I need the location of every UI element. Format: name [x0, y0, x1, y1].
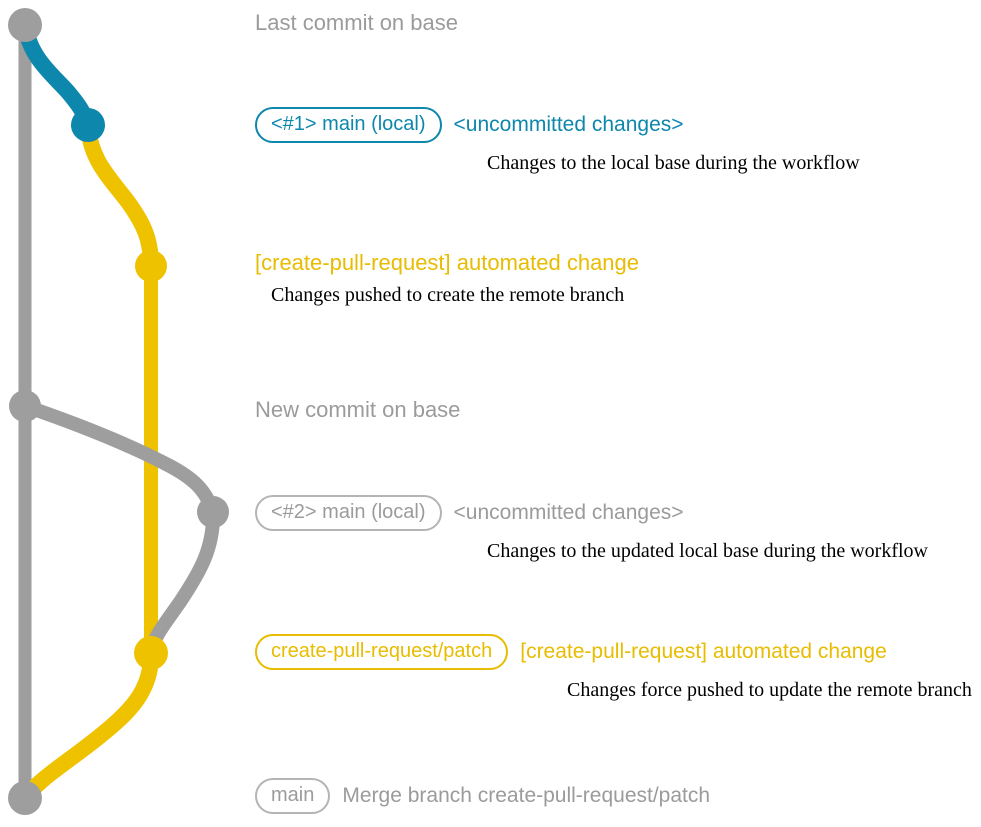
- row-local-change-2: <#2> main (local) <uncommitted changes> …: [255, 495, 928, 563]
- base-to-local2-line: [18, 399, 220, 519]
- row-main: [create-pull-request] automated change: [255, 250, 640, 275]
- note-local-change-1: Changes to the local base during the wor…: [487, 152, 860, 174]
- headline-last-commit-on-base: Last commit on base: [255, 10, 458, 35]
- note-local-change-2: Changes to the updated local base during…: [487, 540, 928, 562]
- row-main: create-pull-request/patch [create-pull-r…: [255, 634, 972, 670]
- node-base-new-commit[interactable]: [9, 390, 41, 422]
- row-main: New commit on base: [255, 397, 461, 422]
- node-base-merge-commit[interactable]: [8, 781, 42, 815]
- headline-automated-change-1: [create-pull-request] automated change: [255, 250, 640, 275]
- note-automated-change-1: Changes pushed to create the remote bran…: [271, 284, 625, 307]
- patch-branch-line-upper: [80, 117, 159, 274]
- branch-pill-main-local-1[interactable]: <#1> main (local): [255, 107, 442, 143]
- patch2-to-merge-line: [17, 645, 160, 806]
- row-main: <#1> main (local) <uncommitted changes>: [255, 107, 860, 143]
- node-patch-commit-1[interactable]: [135, 250, 167, 282]
- row-last-commit-on-base: Last commit on base: [255, 10, 458, 35]
- headline-new-commit-on-base: New commit on base: [255, 397, 461, 422]
- row-local-change-1: <#1> main (local) <uncommitted changes> …: [255, 107, 860, 175]
- node-local-commit-2[interactable]: [197, 496, 229, 528]
- row-merge-commit: main Merge branch create-pull-request/pa…: [255, 778, 710, 814]
- node-base-last-commit[interactable]: [8, 8, 42, 42]
- note-automated-change-2: Changes force pushed to update the remot…: [567, 679, 972, 701]
- node-local-commit-1[interactable]: [71, 108, 105, 142]
- branch-pill-create-pull-request-patch[interactable]: create-pull-request/patch: [255, 634, 509, 670]
- commit-subject-uncommitted-changes-1: <uncommitted changes>: [453, 113, 684, 137]
- branch-pill-main[interactable]: main: [255, 778, 331, 814]
- row-main: main Merge branch create-pull-request/pa…: [255, 778, 710, 814]
- row-main: <#2> main (local) <uncommitted changes>: [255, 495, 928, 531]
- row-main: Last commit on base: [255, 10, 458, 35]
- branch-pill-main-local-2[interactable]: <#2> main (local): [255, 495, 442, 531]
- row-automated-change-1: [create-pull-request] automated change C…: [255, 250, 640, 307]
- commit-subject-uncommitted-changes-2: <uncommitted changes>: [453, 501, 684, 525]
- commit-subject-automated-change-2: [create-pull-request] automated change: [520, 640, 887, 664]
- commit-subject-merge-branch: Merge branch create-pull-request/patch: [342, 784, 711, 808]
- row-automated-change-2: create-pull-request/patch [create-pull-r…: [255, 634, 972, 702]
- row-new-commit-on-base: New commit on base: [255, 397, 461, 422]
- node-patch-commit-2[interactable]: [134, 636, 168, 670]
